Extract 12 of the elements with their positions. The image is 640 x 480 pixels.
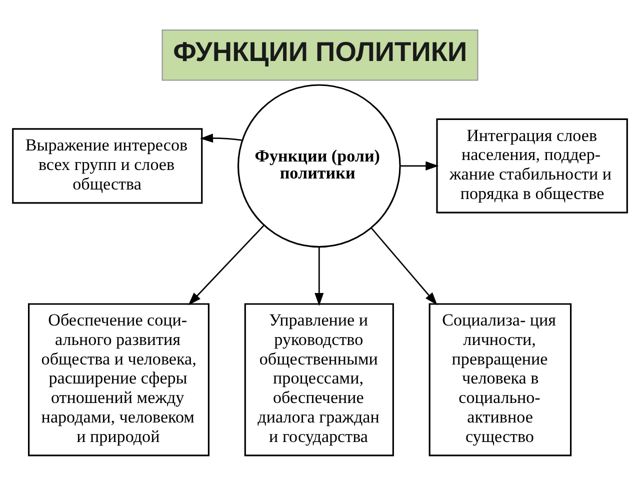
node-box: Социализа- ция личности, превращение человека в социально- активное существо (428, 302, 572, 456)
arrow (200, 133, 242, 142)
arrow (371, 227, 438, 305)
arrow (314, 246, 324, 306)
node-circle: Функции (роли) политики (237, 84, 401, 248)
node-box: Интеграция слоев населения, поддер- жание стабильности и порядка в обществе (436, 118, 628, 213)
arrow (400, 160, 439, 170)
node-box: Выражение интересов всех групп и слоев общества (12, 128, 203, 204)
node-box: Обеспечение соци- ального развития общества и человека, расширение сферы отношений между народами, человеком и природой (28, 302, 210, 456)
arrow (188, 224, 264, 305)
diagram-title: ФУНКЦИИ ПОЛИТИКИ (173, 36, 468, 67)
node-box: Управление и руководство общественными процессами, обеспечение диалога граждан и государства (244, 302, 394, 456)
